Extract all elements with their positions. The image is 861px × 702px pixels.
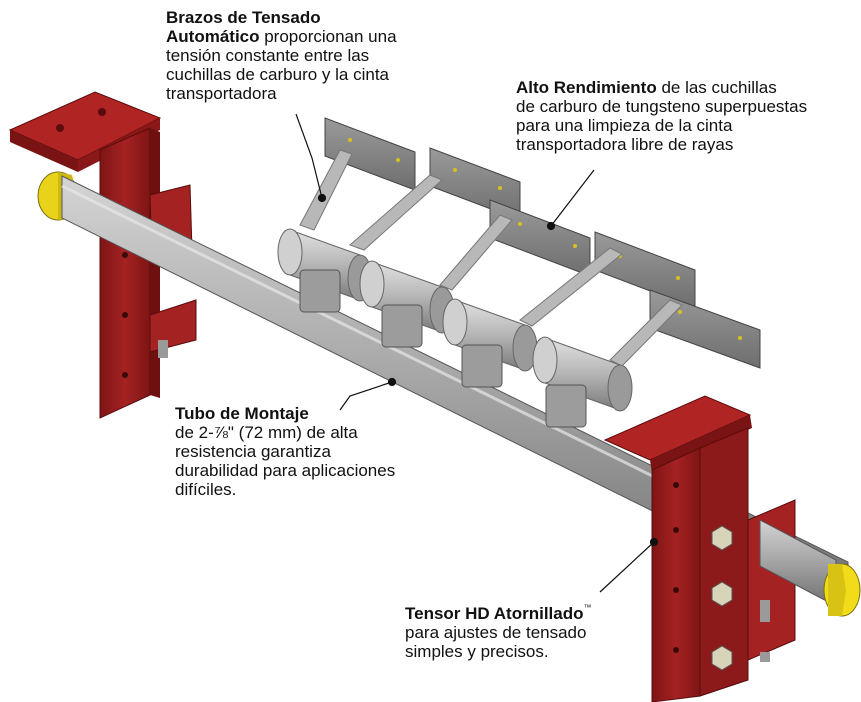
tension-arms-text-3: cuchillas de carburo y la cinta	[166, 65, 390, 84]
mounting-tube-title: Tubo de Montaje	[175, 404, 309, 423]
high-performance-text-2: de carburo de tungsteno superpuestas	[516, 97, 808, 116]
tension-arms-text-4: transportadora	[166, 84, 277, 103]
tube-clamps	[299, 269, 587, 428]
mounting-tube-text-4: difíciles.	[175, 480, 237, 499]
mounting-tube-text-2: resistencia garantiza	[175, 442, 331, 461]
tensioner-text-1: para ajustes de tensado	[405, 623, 587, 642]
high-performance-text-4: transportadora libre de rayas	[516, 135, 734, 154]
tensioner-text-2: simples y precisos.	[405, 642, 549, 661]
tensioner-cylinders	[277, 228, 633, 412]
mounting-tube-text-3: durabilidad para aplicaciones	[175, 461, 396, 480]
tensioner-title: Tensor HD Atornillado	[405, 604, 584, 623]
leader-lines	[295, 113, 659, 593]
tension-arms	[299, 149, 683, 367]
high-performance-text-1: de las cuchillas	[656, 78, 777, 97]
tension-arms-text-1: proporcionan una	[259, 27, 397, 46]
tension-arms-title-2: Automático	[166, 27, 260, 46]
callout-tension-arms: Brazos de Tensado Automático proporciona…	[166, 8, 466, 103]
high-performance-text-3: para una limpieza de la cinta	[516, 116, 733, 135]
mounting-tube-text-1: de 2-⅞" (72 mm) de alta	[175, 423, 358, 442]
right-end-cap	[823, 563, 861, 617]
high-performance-title: Alto Rendimiento	[516, 78, 657, 97]
right-bracket	[603, 395, 796, 702]
callout-mounting-tube: Tubo de Montaje de 2-⅞" (72 mm) de alta …	[175, 404, 435, 499]
callout-tensioner: Tensor HD Atornillado™ para ajustes de t…	[405, 598, 645, 661]
trademark-symbol: ™	[583, 603, 592, 612]
callout-high-performance: Alto Rendimiento de las cuchillas de car…	[516, 78, 856, 154]
tension-arms-title-1: Brazos de Tensado	[166, 8, 321, 27]
tension-arms-text-2: tensión constante entre las	[166, 46, 370, 65]
